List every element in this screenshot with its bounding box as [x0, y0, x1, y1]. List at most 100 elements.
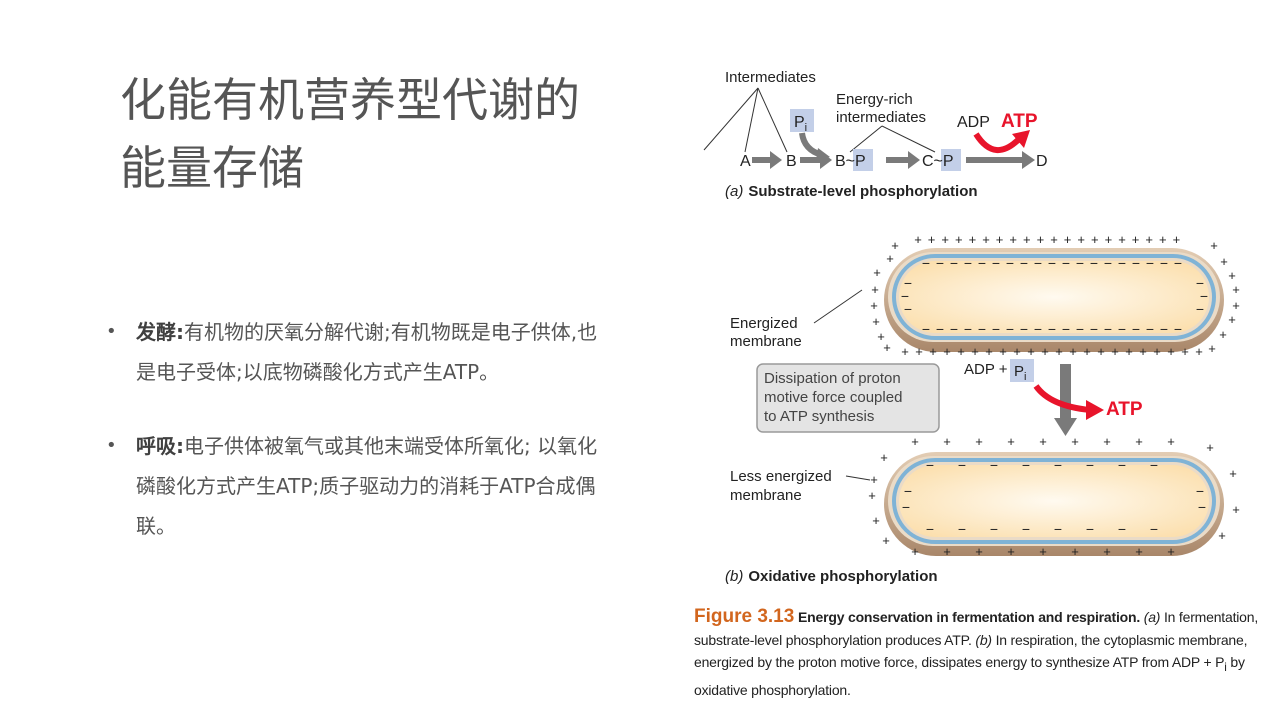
plus-charge: + [1077, 232, 1085, 247]
minus-charge: − [1006, 321, 1014, 337]
atp-red-arrowhead [1086, 400, 1104, 420]
plus-charge: + [1167, 344, 1175, 359]
plus-charge: + [1023, 232, 1031, 247]
bracket-line [882, 126, 935, 152]
plus-charge: + [1195, 344, 1203, 359]
minus-charge: − [958, 521, 966, 537]
chain-arrow [886, 151, 920, 169]
plus-charge: + [1232, 502, 1240, 517]
plus-charge: + [870, 298, 878, 313]
bracket-line [758, 88, 787, 152]
minus-charge: − [1104, 321, 1112, 337]
minus-charge: − [964, 255, 972, 271]
panel-b-label: (b)Oxidative phosphorylation [725, 568, 938, 585]
compound-d: D [1036, 153, 1048, 170]
plus-charge: + [941, 232, 949, 247]
minus-charge: − [992, 321, 1000, 337]
plus-charge: + [1229, 466, 1237, 481]
minus-charge: − [1118, 255, 1126, 271]
plus-charge: + [873, 265, 881, 280]
plus-charge: + [1132, 232, 1140, 247]
plus-charge: + [1039, 434, 1047, 449]
compound-c-p: C~P [922, 153, 954, 170]
intermediates-label: Intermediates [725, 69, 816, 86]
less-energized-label: membrane [730, 487, 802, 504]
plus-charge: + [1007, 434, 1015, 449]
plus-charge: + [1135, 434, 1143, 449]
figure-caption: Figure 3.13 Energy conservation in ferme… [694, 606, 1264, 702]
minus-charge: − [1090, 255, 1098, 271]
plus-charge: + [1232, 298, 1240, 313]
minus-charge: − [1118, 457, 1126, 473]
plus-charge: + [872, 513, 880, 528]
plus-charge: + [1159, 232, 1167, 247]
plus-charge: + [928, 232, 936, 247]
minus-charge: − [978, 321, 986, 337]
plus-charge: + [1071, 434, 1079, 449]
plus-charge: + [1013, 344, 1021, 359]
minus-charge: − [904, 301, 912, 317]
caption-b-subscript: i [1224, 661, 1226, 674]
minus-charge: − [950, 321, 958, 337]
plus-charge: + [1167, 434, 1175, 449]
plus-charge: + [872, 314, 880, 329]
plus-charge: + [1009, 232, 1017, 247]
plus-charge: + [955, 232, 963, 247]
minus-charge: − [1020, 255, 1028, 271]
bullet-text: 电子供体被氧气或其他末端受体所氧化; 以氧化磷酸化方式产生ATP;质子驱动力的消… [136, 434, 597, 538]
energized-pointer [814, 290, 862, 323]
plus-charge: + [971, 344, 979, 359]
minus-charge: − [1034, 255, 1042, 271]
plus-charge: + [1181, 344, 1189, 359]
plus-charge: + [1103, 434, 1111, 449]
plus-charge: + [1041, 344, 1049, 359]
energy-rich-label: intermediates [836, 109, 926, 126]
compound-b: B [786, 153, 797, 170]
plus-charge: + [1220, 254, 1228, 269]
panel-a-label: (a)Substrate-level phosphorylation [725, 183, 978, 200]
plus-charge: + [999, 344, 1007, 359]
energized-label: Energized [730, 315, 798, 332]
atp-label: ATP [1106, 399, 1143, 420]
plus-charge: + [871, 282, 879, 297]
minus-charge: − [1196, 301, 1204, 317]
bracket-line [850, 126, 882, 152]
minus-charge: − [1054, 521, 1062, 537]
plus-charge: + [1145, 232, 1153, 247]
minus-charge: − [926, 457, 934, 473]
plus-charge: + [975, 544, 983, 559]
bracket-line [745, 88, 758, 152]
minus-charge: − [936, 321, 944, 337]
slide-title-line2: 能量存储 [120, 134, 680, 202]
dissipation-text: Dissipation of proton [764, 370, 901, 387]
panel-b: + + + + + + + + + + + + + + + + + + + + + + + + + + + + + + + + + + + + + + + +… [725, 232, 1240, 585]
minus-charge: − [990, 521, 998, 537]
bullet-dot-icon: • [106, 426, 117, 466]
caption-heading: Energy conservation in fermentation and … [798, 609, 1140, 625]
plus-charge: + [870, 472, 878, 487]
plus-charge: + [1007, 544, 1015, 559]
figure-diagram: Intermediates Energy-rich intermediates … [690, 60, 1270, 600]
plus-charge: + [1039, 544, 1047, 559]
bullet-dot-icon: • [106, 312, 117, 352]
minus-charge: − [1062, 321, 1070, 337]
bullet-text: 有机物的厌氧分解代谢;有机物既是电子供体,也是电子受体;以底物磷酸化方式产生AT… [136, 320, 597, 384]
bullet-term: 发酵: [136, 320, 184, 344]
minus-charge: − [1160, 255, 1168, 271]
energy-rich-label: Energy-rich [836, 91, 913, 108]
plus-charge: + [1118, 232, 1126, 247]
minus-charge: − [1174, 321, 1182, 337]
slide-title-line1: 化能有机营养型代谢的 [120, 66, 680, 134]
minus-charge: − [1132, 321, 1140, 337]
bullet-fermentation: • 发酵:有机物的厌氧分解代谢;有机物既是电子供体,也是电子受体;以底物磷酸化方… [106, 312, 606, 392]
plus-charge: + [1228, 268, 1236, 283]
caption-b-prefix: (b) [975, 632, 992, 648]
caption-a-prefix: (a) [1144, 609, 1161, 625]
plus-charge: + [1232, 282, 1240, 297]
minus-charge: − [1174, 255, 1182, 271]
slide-title: 化能有机营养型代谢的 能量存储 [120, 66, 680, 202]
plus-charge: + [1139, 344, 1147, 359]
minus-charge: − [1086, 457, 1094, 473]
minus-charge: − [1104, 255, 1112, 271]
plus-charge: + [1105, 232, 1113, 247]
